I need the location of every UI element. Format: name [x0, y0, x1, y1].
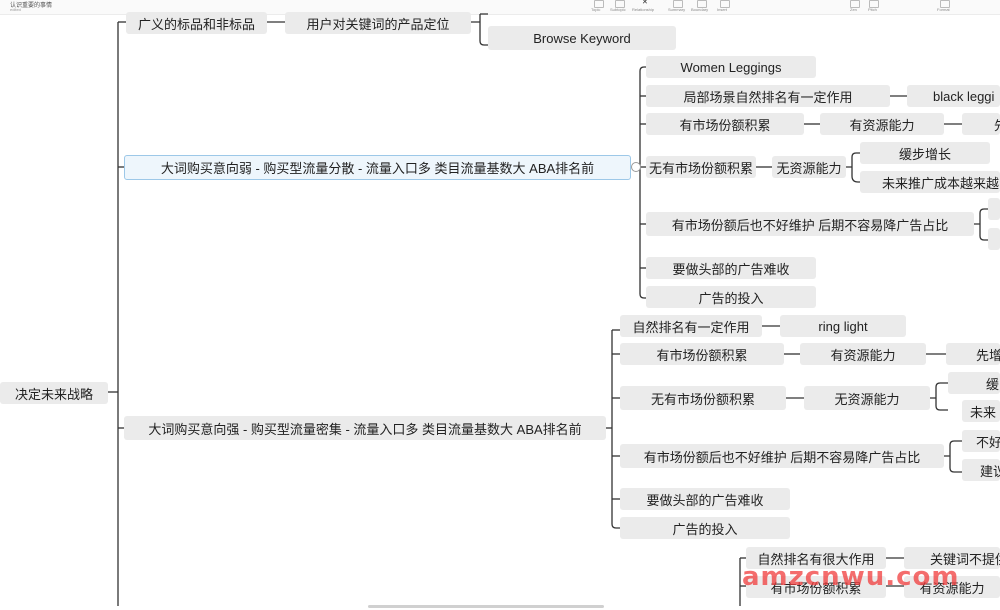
- subtopic-strong-share[interactable]: 有市场份额积累: [620, 343, 784, 365]
- subtopic-local-ranking[interactable]: 局部场景自然排名有一定作用: [646, 85, 890, 107]
- boundary-icon: [697, 0, 707, 8]
- zen-icon: [850, 0, 860, 8]
- relationship-icon: ✕: [642, 0, 648, 6]
- subtopic-head-ads-hard[interactable]: 要做头部的广告难收: [646, 257, 816, 279]
- subtopic-women-leggings[interactable]: Women Leggings: [646, 56, 816, 78]
- watermark: amzcnwu.com: [742, 562, 960, 592]
- subtopic-strong-no-share[interactable]: 无有市场份额积累: [620, 386, 786, 410]
- subtopic-natural-ranking[interactable]: 自然排名有一定作用: [620, 315, 762, 337]
- topic-icon: [594, 0, 604, 8]
- horizontal-scrollbar[interactable]: [368, 605, 604, 608]
- topic-user-positioning[interactable]: 用户对关键词的产品定位: [285, 12, 471, 34]
- subtopic-truncated-1[interactable]: [988, 198, 1000, 220]
- subtopic-no-share[interactable]: 无有市场份额积累: [646, 156, 756, 178]
- subtopic-suggest-truncated[interactable]: 建议: [962, 459, 1000, 481]
- topic-browse-keyword[interactable]: Browse Keyword: [488, 26, 676, 50]
- document-status: edited: [10, 7, 21, 12]
- collapse-toggle[interactable]: [631, 162, 641, 172]
- root-topic[interactable]: 决定未来战略: [0, 382, 108, 404]
- subtopic-has-resources[interactable]: 有资源能力: [820, 113, 944, 135]
- subtopic-slow-truncated[interactable]: 缓: [948, 372, 1000, 394]
- subtopic-strong-no-resources[interactable]: 无资源能力: [804, 386, 930, 410]
- subtopic-strong-ad-investment[interactable]: 广告的投入: [620, 517, 790, 539]
- subtopic-keyword-not-provided[interactable]: 关键词不提供: [904, 547, 1000, 569]
- subtopic-truncated-2[interactable]: [988, 228, 1000, 250]
- subtopic-hard-maintain[interactable]: 有市场份额后也不好维护 后期不容易降广告占比: [646, 212, 974, 236]
- subtopic-future-truncated[interactable]: 未来: [962, 400, 1000, 422]
- top-toolbar: 认识重要的事情 edited Topic Subtopic ✕ Relation…: [0, 0, 1000, 15]
- summary-icon: [673, 0, 683, 8]
- subtopic-icon: [615, 0, 625, 8]
- subtopic-black-leggings[interactable]: black leggi: [907, 85, 1000, 107]
- subtopic-share-accumulated[interactable]: 有市场份额积累: [646, 113, 804, 135]
- subtopic-third-resources[interactable]: 有资源能力: [904, 576, 1000, 598]
- subtopic-rising-cost[interactable]: 未来推广成本越来越: [860, 171, 1000, 193]
- subtopic-third-share[interactable]: 有市场份额积累: [746, 576, 886, 598]
- document-title: 认识重要的事情: [10, 3, 53, 9]
- subtopic-no-resources[interactable]: 无资源能力: [772, 156, 846, 178]
- topic-strong-intent[interactable]: 大词购买意向强 - 购买型流量密集 - 流量入口多 类目流量基数大 ABA排名前: [124, 416, 606, 440]
- topic-broad-standard[interactable]: 广义的标品和非标品: [126, 12, 267, 34]
- subtopic-ring-light[interactable]: ring light: [780, 315, 906, 337]
- pitch-icon: [869, 0, 879, 8]
- subtopic-not-good-truncated[interactable]: 不好: [962, 430, 1000, 452]
- subtopic-ad-investment[interactable]: 广告的投入: [646, 286, 816, 308]
- subtopic-first-truncated[interactable]: 先: [962, 113, 1000, 135]
- format-icon: [940, 0, 950, 8]
- subtopic-first-increase[interactable]: 先增: [946, 343, 1000, 365]
- topic-weak-intent[interactable]: 大词购买意向弱 - 购买型流量分散 - 流量入口多 类目流量基数大 ABA排名前: [124, 155, 631, 180]
- insert-icon: [720, 0, 730, 8]
- subtopic-big-natural-ranking[interactable]: 自然排名有很大作用: [746, 547, 886, 569]
- subtopic-slow-growth[interactable]: 缓步增长: [860, 142, 990, 164]
- subtopic-strong-resources[interactable]: 有资源能力: [800, 343, 926, 365]
- subtopic-strong-head-ads[interactable]: 要做头部的广告难收: [620, 488, 790, 510]
- subtopic-strong-hard-maintain[interactable]: 有市场份额后也不好维护 后期不容易降广告占比: [620, 444, 944, 468]
